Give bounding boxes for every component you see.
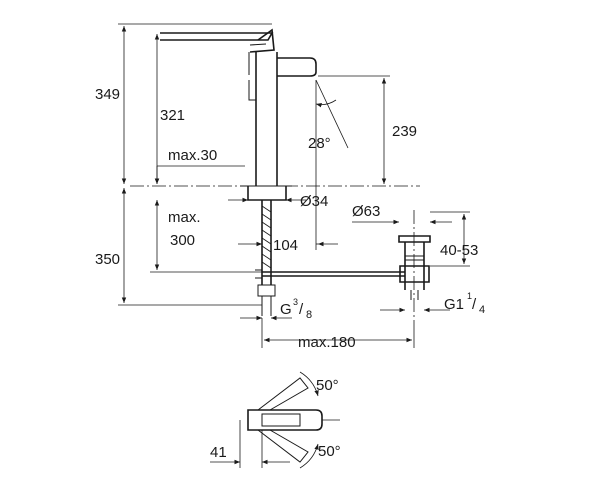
faucet-top-view [210, 371, 340, 469]
label-50deg-bottom: 50° [318, 443, 341, 460]
label-g1-14: G1 1 / 4 [444, 291, 485, 316]
label-41: 41 [210, 444, 227, 461]
label-50deg-top: 50° [316, 377, 339, 394]
dimension-labels: 349 321 28° 239 max.30 Ø34 Ø63 max. 300 … [95, 86, 485, 461]
label-40-53: 40-53 [440, 242, 478, 259]
waste-assembly [398, 210, 431, 330]
label-300: 300 [170, 232, 195, 249]
label-dia34: Ø34 [300, 193, 328, 210]
svg-text:8: 8 [306, 309, 312, 321]
label-g38: G 3 / 8 [280, 297, 312, 321]
supply-hose [255, 200, 405, 316]
label-28deg: 28° [308, 135, 331, 152]
svg-text:1: 1 [467, 291, 472, 301]
svg-text:/: / [299, 301, 304, 318]
faucet-side-view [160, 28, 349, 201]
label-max: max. [168, 209, 201, 226]
svg-text:4: 4 [479, 304, 485, 316]
label-max30: max.30 [168, 147, 217, 164]
left-dimensions [118, 23, 272, 306]
svg-text:G1: G1 [444, 296, 464, 313]
label-max180: max.180 [298, 334, 356, 351]
right-dimensions [228, 75, 470, 348]
label-239: 239 [392, 123, 417, 140]
svg-text:3: 3 [293, 297, 298, 307]
svg-text:/: / [472, 296, 477, 313]
label-dia63: Ø63 [352, 203, 380, 220]
label-350: 350 [95, 251, 120, 268]
label-104: 104 [273, 237, 298, 254]
label-349: 349 [95, 86, 120, 103]
svg-text:G: G [280, 301, 292, 318]
label-321: 321 [160, 107, 185, 124]
